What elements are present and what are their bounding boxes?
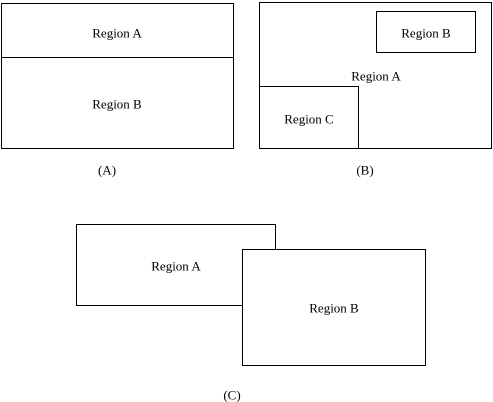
- panel-b-region-c-box: [259, 86, 359, 149]
- panel-b-caption: (B): [356, 162, 374, 178]
- panel-a-region-a-label: Region A: [92, 25, 142, 41]
- panel-b-region-b-box: [376, 11, 476, 53]
- panel-b-region-a-label: Region A: [351, 68, 401, 84]
- panel-a-region-b-box: [1, 57, 234, 149]
- panel-c-caption: (C): [223, 387, 241, 402]
- panel-a-caption: (A): [97, 162, 117, 178]
- panel-a-region-a-box: [1, 3, 234, 58]
- panel-b-region-c-label: Region C: [284, 111, 334, 127]
- panel-c-region-b-label: Region B: [309, 300, 359, 316]
- panel-b-region-b-label: Region B: [401, 25, 451, 41]
- panel-c-region-b-box: [242, 249, 426, 366]
- panel-a-region-b-label: Region B: [92, 96, 142, 112]
- panel-c-region-a-label: Region A: [151, 258, 201, 274]
